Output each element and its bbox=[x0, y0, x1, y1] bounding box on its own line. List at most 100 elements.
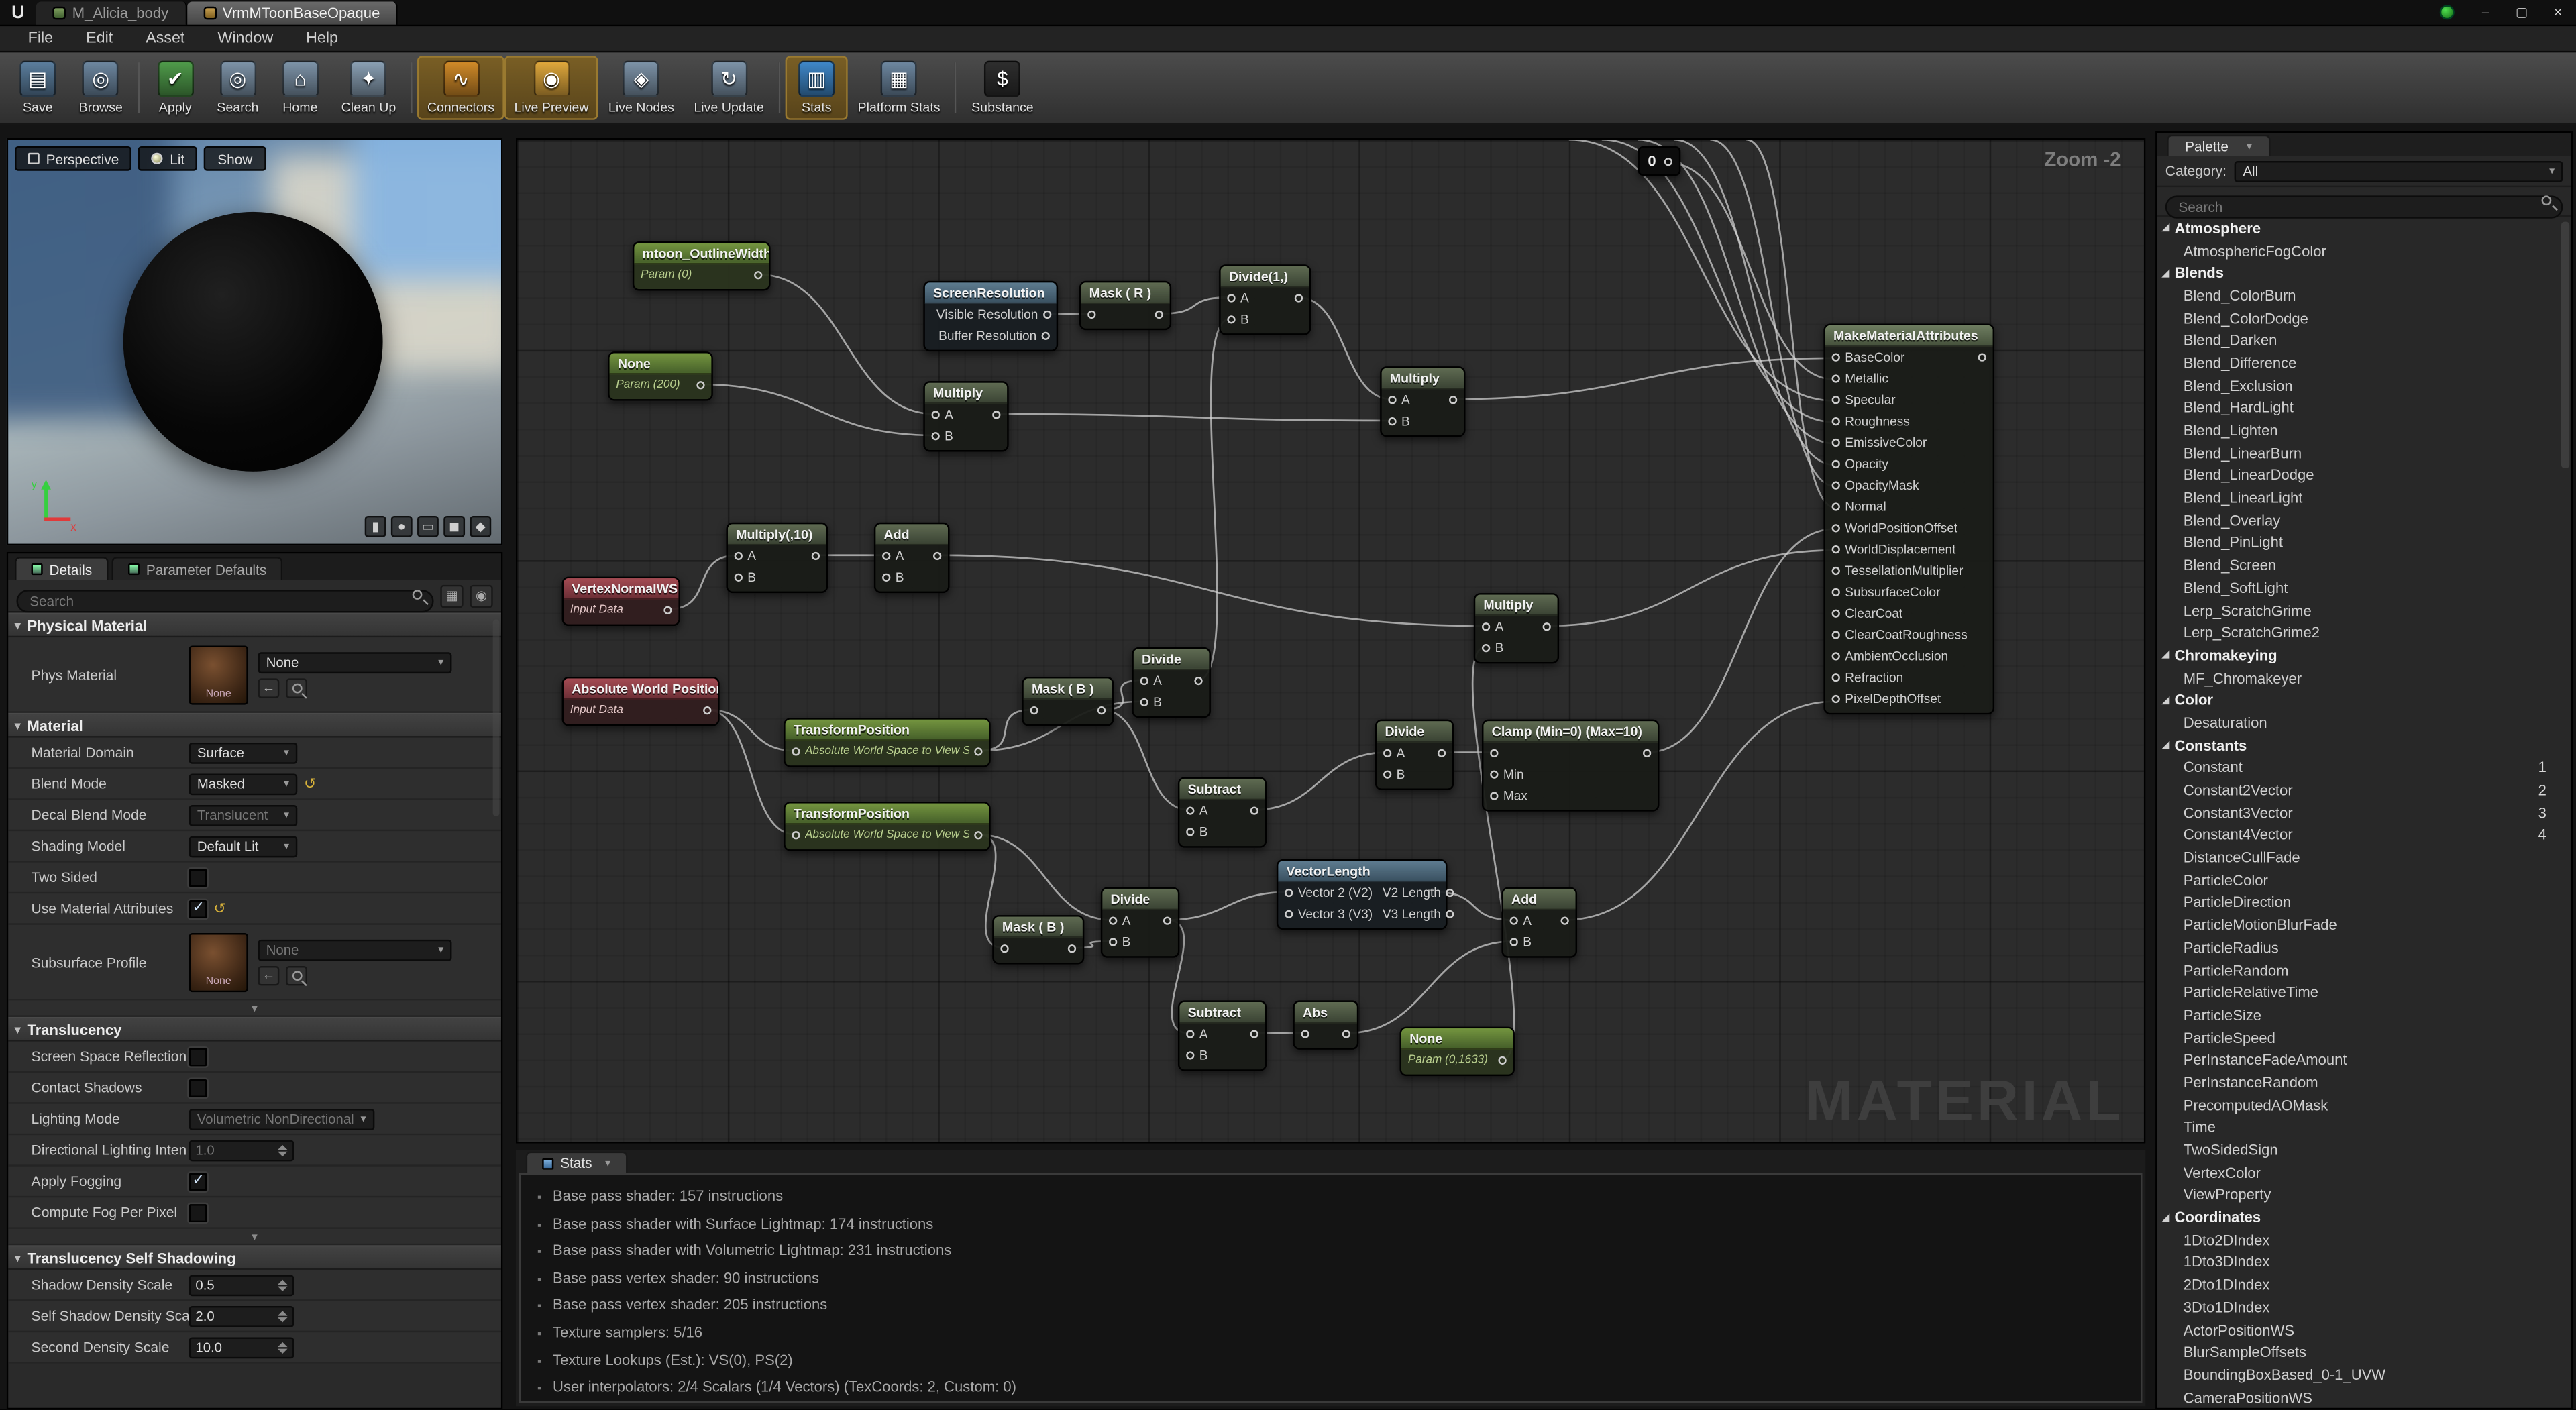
input-pin[interactable] bbox=[931, 411, 940, 419]
viewport-button-lit[interactable]: Lit bbox=[138, 146, 198, 171]
output-pin[interactable] bbox=[1155, 310, 1163, 319]
substance-button[interactable]: $Substance bbox=[961, 56, 1043, 120]
screen-space-reflection-checkbox[interactable] bbox=[189, 1047, 207, 1066]
palette-item-blend-linearburn[interactable]: Blend_LinearBurn bbox=[2157, 441, 2560, 464]
palette-item-blend-colordodge[interactable]: Blend_ColorDodge bbox=[2157, 307, 2560, 329]
palette-item-particledirection[interactable]: ParticleDirection bbox=[2157, 891, 2560, 914]
output-pin[interactable] bbox=[663, 606, 672, 614]
palette-item-1dto3dindex[interactable]: 1Dto3DIndex bbox=[2157, 1251, 2560, 1274]
blend-mode-dropdown[interactable]: Masked▾ bbox=[189, 773, 298, 795]
window-tab-m-alicia-body[interactable]: M_Alicia_body bbox=[36, 1, 187, 25]
output-pin[interactable] bbox=[1042, 310, 1051, 319]
viewport-button-perspective[interactable]: Perspective bbox=[15, 146, 132, 171]
palette-item-lerp-scratchgrime2[interactable]: Lerp_ScratchGrime2 bbox=[2157, 622, 2560, 645]
output-pin[interactable] bbox=[811, 551, 820, 561]
input-pin[interactable] bbox=[1831, 417, 1840, 426]
palette-item-atmosphericfogcolor[interactable]: AtmosphericFogColor bbox=[2157, 239, 2560, 262]
input-pin[interactable] bbox=[1831, 438, 1840, 447]
input-pin[interactable] bbox=[792, 747, 800, 756]
input-pin[interactable] bbox=[1831, 459, 1840, 468]
output-pin[interactable] bbox=[1449, 396, 1458, 404]
palette-item-mf-chromakeyer[interactable]: MF_Chromakeyer bbox=[2157, 667, 2560, 690]
details-scrollbar[interactable] bbox=[492, 619, 500, 817]
output-pin[interactable] bbox=[1250, 1030, 1258, 1038]
output-pin[interactable] bbox=[1163, 916, 1172, 925]
tab-stats[interactable]: Stats ▾ bbox=[525, 1151, 627, 1173]
input-pin[interactable] bbox=[1109, 916, 1118, 925]
palette-item-blend-overlay[interactable]: Blend_Overlay bbox=[2157, 509, 2560, 532]
input-pin[interactable] bbox=[1481, 644, 1491, 653]
live-preview-button[interactable]: ◉Live Preview bbox=[504, 56, 599, 120]
output-pin[interactable] bbox=[1342, 1030, 1351, 1038]
details-grid-icon[interactable]: ▦ bbox=[440, 584, 464, 607]
palette-item-blend-softlight[interactable]: Blend_SoftLight bbox=[2157, 577, 2560, 600]
palette-item-blend-lineardodge[interactable]: Blend_LinearDodge bbox=[2157, 464, 2560, 487]
input-pin[interactable] bbox=[1140, 676, 1148, 686]
palette-item-perinstancefadeamount[interactable]: PerInstanceFadeAmount bbox=[2157, 1049, 2560, 1072]
contact-shadows-checkbox[interactable] bbox=[189, 1078, 207, 1097]
palette-category-color[interactable]: ◢Color bbox=[2157, 689, 2560, 712]
output-pin[interactable] bbox=[1294, 294, 1303, 303]
viewport-button-show[interactable]: Show bbox=[204, 146, 266, 171]
second-density-scale-spinner[interactable]: 10.0 bbox=[189, 1336, 294, 1358]
input-pin[interactable] bbox=[1509, 938, 1518, 946]
palette-item-particlecolor[interactable]: ParticleColor bbox=[2157, 869, 2560, 891]
palette-item-particlerandom[interactable]: ParticleRandom bbox=[2157, 959, 2560, 981]
palette-item-precomputedaomask[interactable]: PrecomputedAOMask bbox=[2157, 1094, 2560, 1117]
palette-item-particlespeed[interactable]: ParticleSpeed bbox=[2157, 1026, 2560, 1049]
browse-button[interactable]: ◎Browse bbox=[69, 56, 133, 120]
browse-asset-icon[interactable] bbox=[286, 965, 307, 985]
input-pin[interactable] bbox=[1140, 698, 1148, 707]
input-pin[interactable] bbox=[1831, 396, 1840, 404]
section-header-translucency-self-shadowing[interactable]: ▾Translucency Self Shadowing bbox=[8, 1245, 501, 1270]
output-pin[interactable] bbox=[1250, 806, 1258, 815]
spinner-arrows[interactable] bbox=[277, 1144, 288, 1156]
window-tab-vrmmtoonbaseopaque[interactable]: VrmMToonBaseOpaque bbox=[186, 1, 398, 25]
phys-material-asset-dropdown[interactable]: None▾ bbox=[258, 651, 452, 673]
palette-item-boundingboxbased-0-1-uvw[interactable]: BoundingBoxBased_0-1_UVW bbox=[2157, 1364, 2560, 1387]
palette-category-constants[interactable]: ◢Constants bbox=[2157, 734, 2560, 757]
palette-item-particlerelativetime[interactable]: ParticleRelativeTime bbox=[2157, 981, 2560, 1004]
live-update-button[interactable]: ↻Live Update bbox=[684, 56, 774, 120]
output-pin[interactable] bbox=[696, 381, 705, 390]
maximize-button[interactable]: ▢ bbox=[2515, 5, 2528, 20]
reset-to-default-icon[interactable]: ↺ bbox=[304, 774, 317, 792]
preview-mesh-icon[interactable]: ◆ bbox=[470, 515, 492, 537]
output-pin[interactable] bbox=[1097, 706, 1106, 715]
preview-plane-icon[interactable]: ▭ bbox=[417, 515, 439, 537]
input-pin[interactable] bbox=[1388, 396, 1397, 404]
stats-button[interactable]: ▥Stats bbox=[785, 56, 848, 120]
material-domain-dropdown[interactable]: Surface▾ bbox=[189, 741, 298, 763]
palette-search-input[interactable] bbox=[2165, 195, 2563, 218]
palette-item-viewproperty[interactable]: ViewProperty bbox=[2157, 1184, 2560, 1207]
section-header-material[interactable]: ▾Material bbox=[8, 712, 501, 738]
output-pin[interactable] bbox=[1437, 749, 1446, 757]
input-pin[interactable] bbox=[1383, 749, 1392, 757]
section-header-translucency[interactable]: ▾Translucency bbox=[8, 1016, 501, 1042]
palette-scrollbar[interactable] bbox=[2561, 221, 2570, 468]
close-button[interactable]: × bbox=[2554, 5, 2562, 20]
home-button[interactable]: ⌂Home bbox=[269, 56, 331, 120]
palette-item-twosidedsign[interactable]: TwoSidedSign bbox=[2157, 1139, 2560, 1162]
output-pin[interactable] bbox=[992, 411, 1001, 419]
output-pin[interactable] bbox=[1194, 676, 1203, 686]
tab-details[interactable]: Details bbox=[15, 557, 109, 580]
palette-item-distancecullfade[interactable]: DistanceCullFade bbox=[2157, 847, 2560, 869]
input-pin[interactable] bbox=[1831, 631, 1840, 639]
preview-cylinder-icon[interactable]: ▮ bbox=[364, 515, 386, 537]
input-pin[interactable] bbox=[1186, 1051, 1195, 1060]
